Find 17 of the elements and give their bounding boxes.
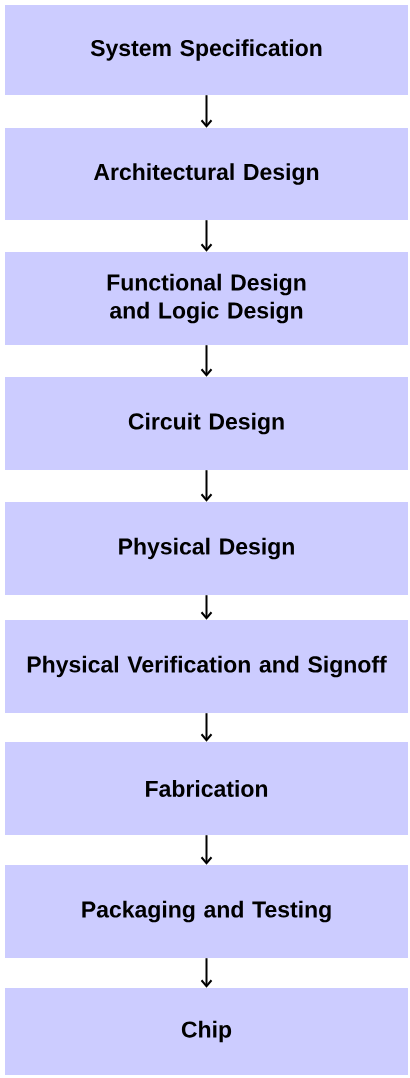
arrow: [200, 94, 213, 128]
process-box: Packaging and Testing: [5, 865, 408, 958]
process-box: Circuit Design: [5, 377, 408, 470]
arrow: [200, 469, 213, 502]
process-box: Fabrication: [5, 742, 408, 835]
arrow: [200, 957, 213, 988]
process-box: Architectural Design: [5, 128, 408, 220]
arrow: [200, 834, 213, 865]
arrow: [200, 344, 213, 377]
process-box: Chip: [5, 988, 408, 1075]
arrow: [200, 219, 213, 252]
arrow: [200, 712, 213, 742]
process-box: Functional Design and Logic Design: [5, 252, 408, 345]
arrow: [200, 594, 213, 620]
process-box: Physical Verification and Signoff: [5, 620, 408, 713]
process-box: Physical Design: [5, 502, 408, 595]
process-box: System Specification: [5, 5, 408, 95]
